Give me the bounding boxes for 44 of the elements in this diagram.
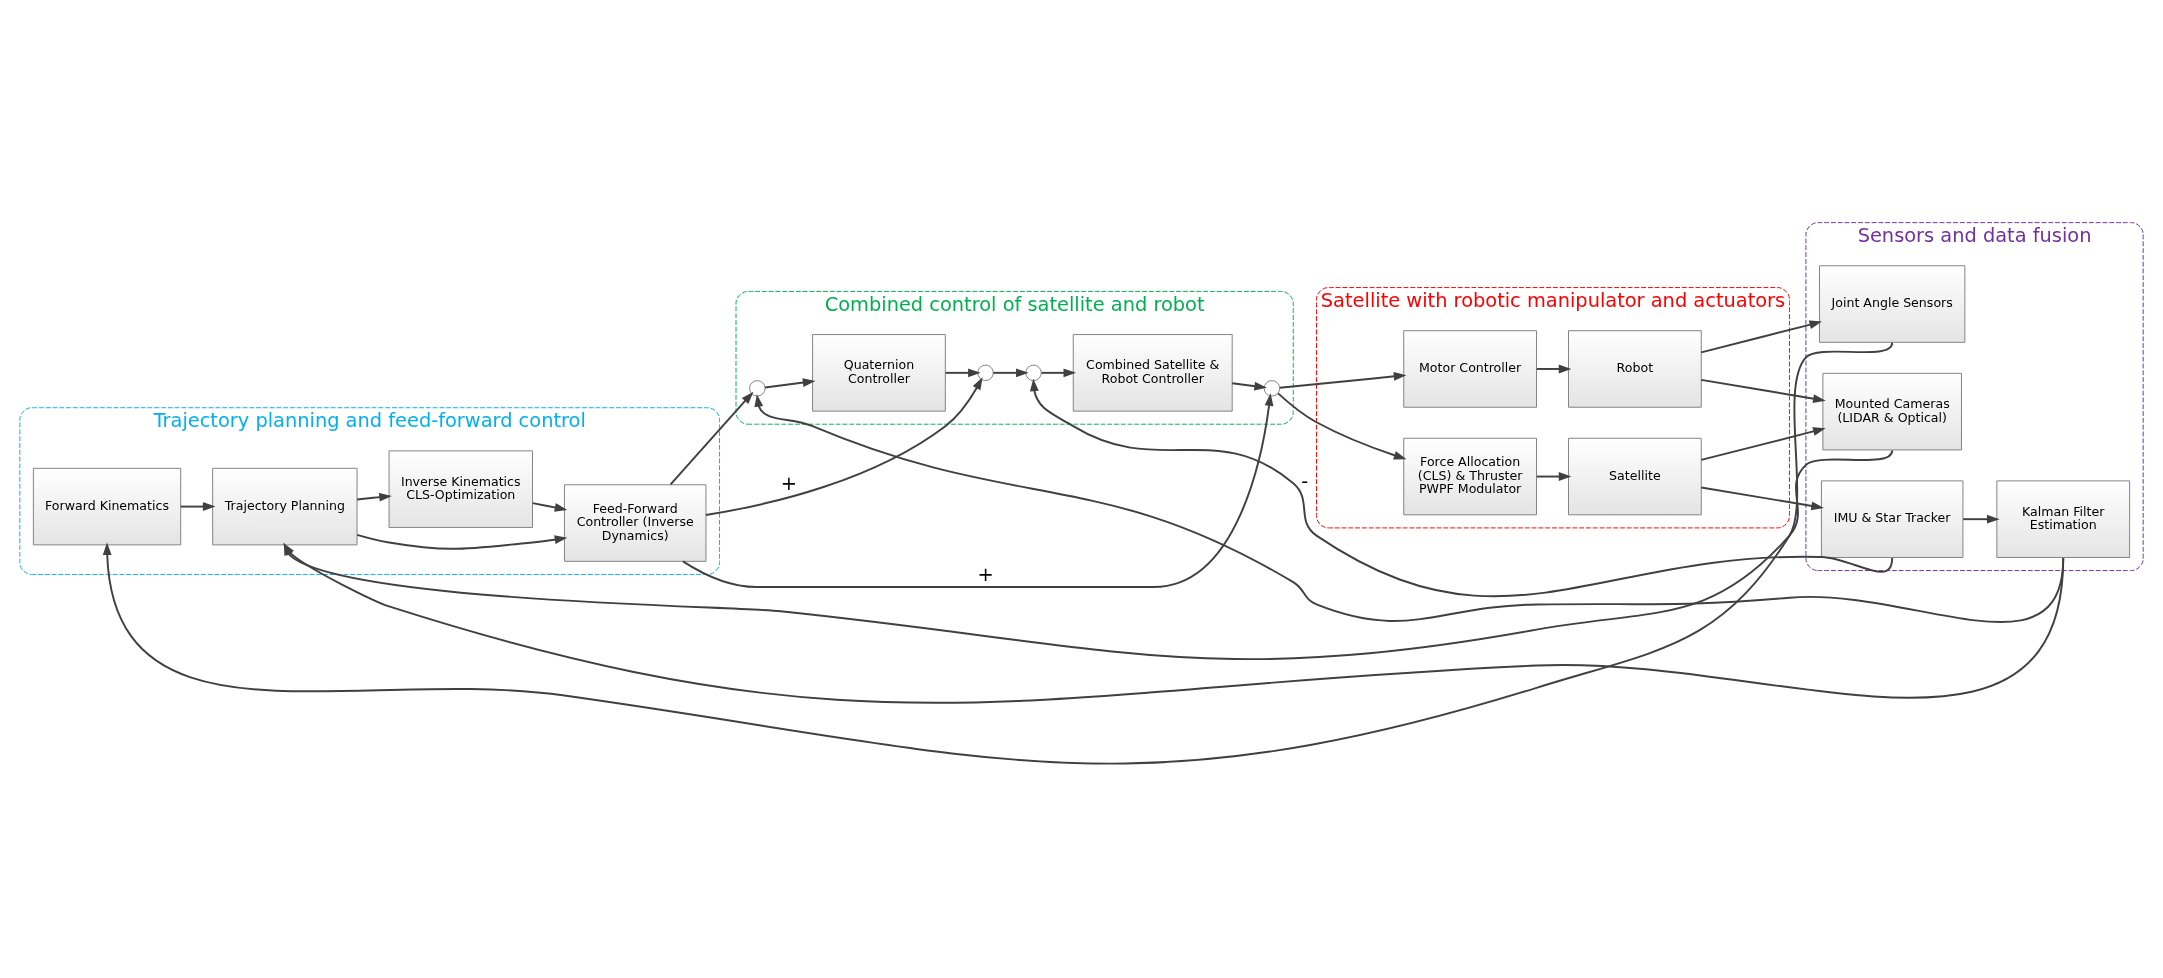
arrow [1962,514,2000,524]
node-box: Quaternion Controller [812,333,946,412]
node-box: Robot [1568,329,1702,408]
arrow [356,533,568,550]
node-box: IMU & Star Tracker [1820,479,1964,558]
node-box: Forward Kinematics [32,467,182,545]
arrow [1231,381,1267,391]
arrow [992,367,1029,377]
arrow [1535,471,1572,481]
arrow [944,367,981,377]
arrow [531,501,568,512]
node-circle [1025,364,1042,381]
node-box: Combined Satellite & Robot Controller [1072,333,1233,412]
node-box: Force Allocation (CLS) & Thruster PWPF Modulator [1403,437,1537,515]
node-box: Mounted Cameras (LIDAR & Optical) [1822,372,1962,450]
arrow [754,393,2065,623]
node-box: Kalman Filter Estimation [1996,479,2131,558]
arrow [356,492,392,502]
node-box: Trajectory Planning [212,467,358,545]
arrow [1700,486,1824,510]
arrow [669,391,754,485]
edge-label: + [780,471,797,495]
node-box: Inverse Kinematics CLS-Optimization [388,449,533,528]
arrow [1029,378,1894,597]
arrow [764,377,816,388]
node-box: Feed-Forward Controller (Inverse Dynamics) [564,483,707,562]
arrow [1700,319,1823,353]
arrow [1535,364,1572,373]
edge-label: + [977,562,994,586]
node-circle [977,364,994,381]
node-circle [749,379,766,397]
node-circle [1263,379,1281,397]
arrow [1278,371,1407,389]
arrow [705,376,983,516]
arrow [681,392,1274,588]
arrow [1040,367,1077,377]
node-box: Motor Controller [1403,329,1537,408]
edge-label: - [1301,469,1309,493]
node-box: Joint Angle Sensors [1819,264,1966,343]
arrow [1700,378,1826,403]
arrow [179,501,216,511]
arrow [1277,391,1407,459]
arrow [1700,426,1826,461]
node-box: Satellite [1568,437,1702,515]
